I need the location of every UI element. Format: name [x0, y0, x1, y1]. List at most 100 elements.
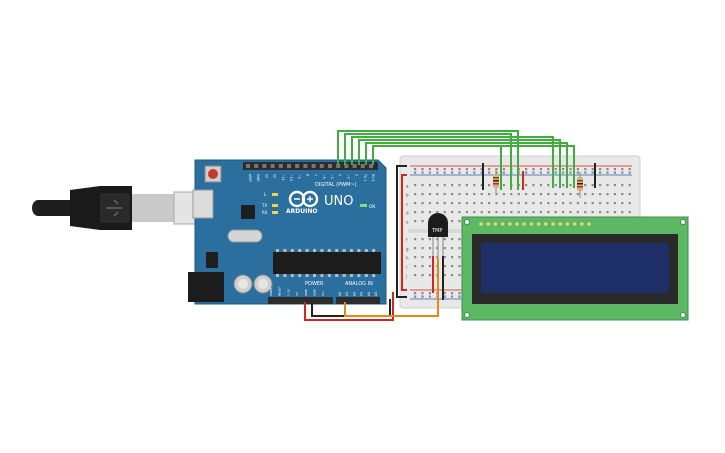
rail-hole	[539, 171, 542, 174]
rail-hole	[532, 171, 535, 174]
breadboard-hole	[488, 211, 491, 214]
breadboard-hole	[414, 238, 417, 241]
lcd-pin	[580, 222, 584, 226]
breadboard-hole	[428, 238, 431, 241]
chip-leg	[335, 249, 339, 252]
breadboard-hole	[547, 184, 550, 187]
usb-cable[interactable]	[32, 186, 209, 230]
wire-green[interactable]	[358, 139, 561, 188]
digital-pin-hole[interactable]	[278, 164, 283, 168]
rail-hole	[414, 292, 417, 295]
chip-leg	[276, 274, 279, 277]
breadboard-hole	[525, 202, 528, 205]
digital-pin-hole[interactable]	[344, 164, 349, 168]
breadboard-hole	[421, 238, 424, 241]
breadboard-hole	[443, 184, 446, 187]
breadboard-hole	[421, 193, 424, 196]
analog-header	[336, 297, 380, 304]
usb-chip	[241, 205, 255, 219]
breadboard-hole	[502, 193, 505, 196]
breadboard-hole	[613, 184, 616, 187]
breadboard-hole	[480, 184, 483, 187]
breadboard-hole	[443, 265, 446, 268]
rail-hole	[606, 171, 609, 174]
digital-pin-hole[interactable]	[352, 164, 357, 168]
chip-leg	[313, 249, 316, 252]
lcd-pin	[493, 222, 498, 226]
digital-pin-hole[interactable]	[328, 164, 332, 168]
rail-hole	[547, 171, 550, 174]
led-on	[360, 204, 367, 207]
rail-hole	[428, 168, 431, 171]
wire-green[interactable]	[337, 130, 519, 190]
breadboard-hole	[628, 211, 631, 214]
digital-pin-hole[interactable]	[369, 164, 373, 168]
wire-green[interactable]	[365, 142, 568, 188]
rail-hole	[458, 171, 461, 174]
wire-green[interactable]	[372, 145, 575, 188]
digital-pin-hole[interactable]	[262, 164, 267, 168]
breadboard-row-letter: c	[406, 202, 408, 207]
tx-label: TX	[261, 203, 267, 208]
breadboard-hole	[562, 202, 565, 205]
breadboard-hole	[465, 193, 468, 196]
breadboard-hole	[547, 193, 550, 196]
chip-leg	[290, 249, 294, 252]
digital-pin-hole[interactable]	[287, 164, 291, 168]
rail-hole	[584, 171, 587, 174]
wire-green[interactable]	[351, 136, 554, 188]
breadboard-hole	[443, 256, 446, 259]
wire-red[interactable]	[401, 174, 407, 291]
rail-hole	[606, 168, 609, 171]
breadboard-hole	[458, 184, 461, 187]
breadboard-hole	[436, 238, 439, 241]
power-pin-label: 3.3V	[286, 288, 290, 296]
wire-red[interactable]	[304, 292, 394, 321]
power-header	[268, 297, 333, 304]
lcd-display[interactable]	[461, 216, 689, 321]
digital-pin-hole[interactable]	[246, 164, 250, 168]
digital-pin-hole[interactable]	[270, 164, 275, 168]
resistor[interactable]	[493, 170, 499, 194]
digital-pin-hole[interactable]	[336, 164, 341, 168]
breadboard-hole	[591, 184, 594, 187]
breadboard-hole	[628, 202, 631, 205]
digital-pin-hole[interactable]	[303, 164, 308, 168]
breadboard-hole	[613, 193, 616, 196]
breadboard-hole	[458, 265, 461, 268]
wire-black[interactable]	[396, 165, 407, 298]
breadboard-hole	[458, 193, 461, 196]
breadboard-hole	[421, 256, 424, 259]
breadboard-hole	[606, 211, 609, 214]
digital-pin-label: 13	[264, 174, 268, 178]
breadboard-hole	[428, 265, 431, 268]
digital-pin-hole[interactable]	[319, 164, 324, 168]
breadboard-hole	[480, 211, 483, 214]
breadboard-hole	[517, 211, 520, 214]
rail-hole	[480, 168, 483, 171]
digital-pin-hole[interactable]	[311, 164, 316, 168]
rail-hole	[525, 168, 528, 171]
breadboard-hole	[428, 256, 431, 259]
reset-button[interactable]	[204, 165, 222, 183]
rail-hole	[488, 168, 491, 171]
temperature-sensor[interactable]: TMP	[428, 213, 448, 256]
digital-pin-hole[interactable]	[254, 164, 259, 168]
breadboard-hole	[414, 184, 417, 187]
digital-pin-label: GND	[256, 174, 260, 182]
dc-power-jack[interactable]	[188, 272, 224, 302]
breadboard-hole	[421, 184, 424, 187]
analog-pin-label: A5	[374, 292, 378, 296]
resistor[interactable]	[577, 172, 583, 198]
wire-green[interactable]	[344, 133, 512, 190]
wire-orange[interactable]	[344, 258, 439, 317]
rail-hole	[554, 171, 557, 174]
rail-hole	[458, 292, 461, 295]
chip-leg	[283, 274, 287, 277]
digital-pin-hole[interactable]	[295, 164, 300, 168]
rail-hole	[502, 171, 505, 174]
digital-pin-hole[interactable]	[360, 164, 365, 168]
arduino-uno-board[interactable]: L TX RX ON ARDUINO UNO DIGITAL (PWM~) AR…	[188, 159, 387, 305]
breadboard-hole	[613, 202, 616, 205]
power-pin-label: GND	[304, 288, 308, 296]
